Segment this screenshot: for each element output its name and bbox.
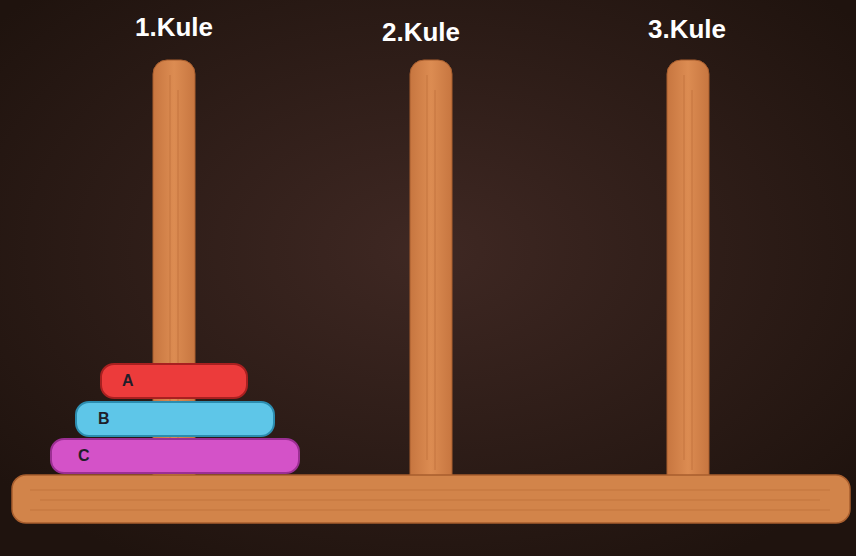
- disk: B: [75, 401, 275, 437]
- peg-title: 2.Kule: [382, 17, 460, 48]
- disk: A: [100, 363, 248, 399]
- peg-title: 1.Kule: [135, 12, 213, 43]
- peg: [667, 60, 709, 490]
- peg: [410, 60, 452, 490]
- disk-letter: C: [78, 440, 298, 472]
- disk-letter: B: [98, 403, 273, 435]
- disk-letter: A: [122, 365, 246, 397]
- peg-title: 3.Kule: [648, 14, 726, 45]
- disk: C: [50, 438, 300, 474]
- wood-grain: [30, 490, 830, 510]
- base: [12, 475, 850, 523]
